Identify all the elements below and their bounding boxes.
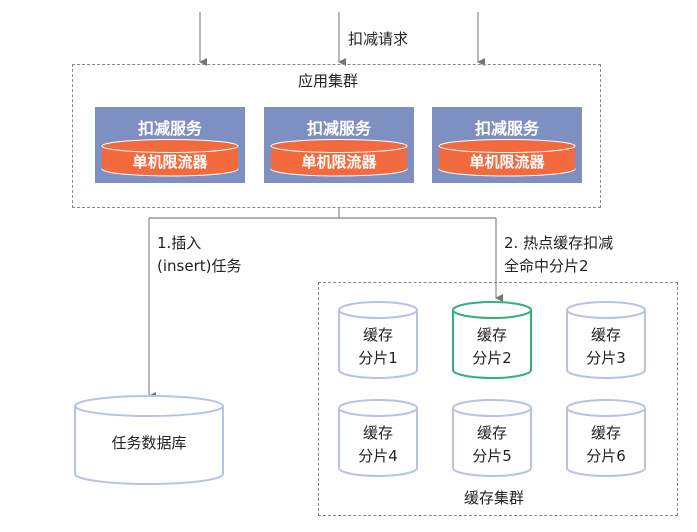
app-cluster-title: 应用集群 <box>298 72 359 90</box>
deduct-service-1: 扣减服务 单机限流器 <box>95 107 245 183</box>
task-database-label: 任务数据库 <box>111 434 187 452</box>
cache-shard-label: 缓存 <box>476 424 507 442</box>
cache-shard-5: 缓存 分片5 <box>451 398 533 478</box>
insert-label-line1: 1.插入 <box>157 234 202 252</box>
local-rate-limiter-label: 单机限流器 <box>301 153 377 171</box>
local-rate-limiter: 单机限流器 <box>270 139 408 177</box>
cache-shard-label: 分片4 <box>358 447 398 465</box>
cache-shard-label: 缓存 <box>362 326 393 344</box>
cache-shard-label: 缓存 <box>590 424 621 442</box>
local-rate-limiter: 单机限流器 <box>438 139 576 177</box>
cache-cluster <box>318 282 678 516</box>
cache-shard-label: 缓存 <box>362 424 393 442</box>
cache-shard-6: 缓存 分片6 <box>565 398 647 478</box>
deduct-service-2: 扣减服务 单机限流器 <box>264 107 414 183</box>
cache-shard-3: 缓存 分片3 <box>565 300 647 380</box>
cache-shard-2: 缓存 分片2 <box>451 300 533 380</box>
cache-shard-label: 分片1 <box>358 349 398 367</box>
cache-shard-4: 缓存 分片4 <box>337 398 419 478</box>
app-cluster <box>72 64 601 208</box>
cache-shard-label: 分片6 <box>586 447 626 465</box>
local-rate-limiter: 单机限流器 <box>101 139 239 177</box>
deduct-service-3: 扣减服务 单机限流器 <box>432 107 582 183</box>
local-rate-limiter-label: 单机限流器 <box>132 153 208 171</box>
local-rate-limiter-label: 单机限流器 <box>469 153 545 171</box>
hot-deduct-label-line1: 2. 热点缓存扣减 <box>504 234 614 252</box>
cache-shard-1: 缓存 分片1 <box>337 300 419 380</box>
cache-shard-label: 分片2 <box>472 349 512 367</box>
cache-shard-label: 分片5 <box>472 447 512 465</box>
cache-shard-label: 分片3 <box>586 349 626 367</box>
cache-shard-label: 缓存 <box>476 326 507 344</box>
hot-deduct-label-line2: 全命中分片2 <box>504 257 589 275</box>
cache-shard-label: 缓存 <box>590 326 621 344</box>
task-database: 任务数据库 <box>73 394 225 486</box>
deduct-service-title: 扣减服务 <box>137 119 202 138</box>
deduct-service-title: 扣减服务 <box>306 119 371 138</box>
cache-cluster-title: 缓存集群 <box>464 489 525 507</box>
insert-label-line2: (insert)任务 <box>157 257 242 275</box>
request-label: 扣减请求 <box>348 30 409 48</box>
deduct-service-title: 扣减服务 <box>474 119 539 138</box>
